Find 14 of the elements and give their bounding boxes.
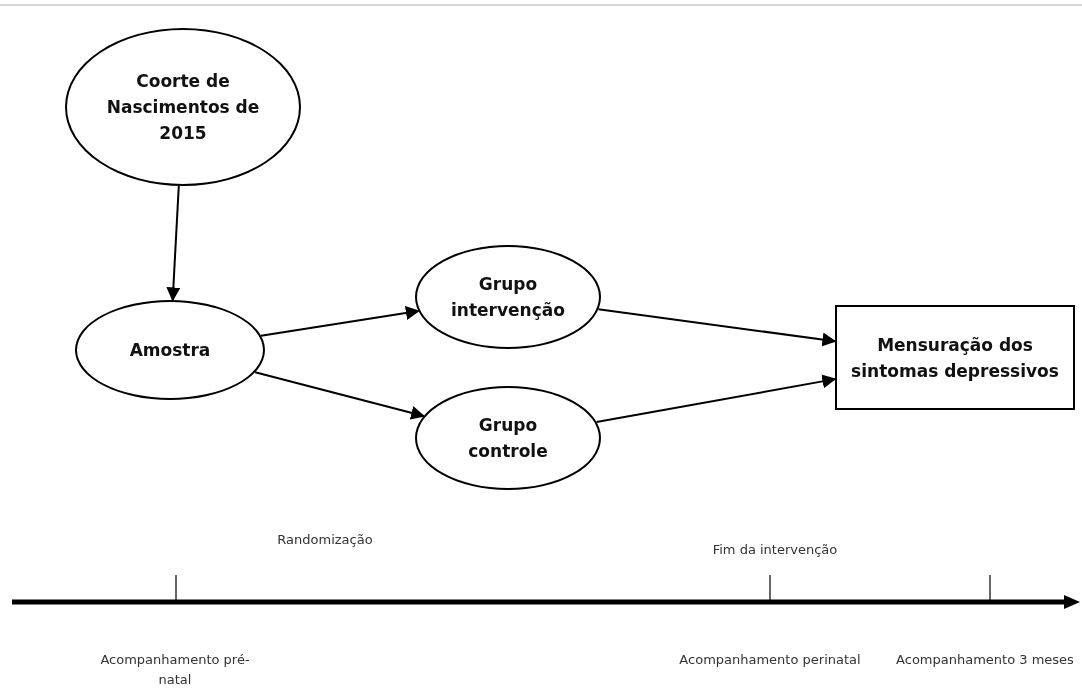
node-text: Grupo intervenção xyxy=(450,273,566,322)
arrow xyxy=(166,184,181,302)
node-text: Coorte de Nascimentos de 2015 xyxy=(105,70,261,145)
timeline-label: Randomização xyxy=(276,531,374,549)
timeline-label: Acompanhamento perinatal xyxy=(678,651,862,669)
process-box xyxy=(835,305,1075,410)
node-text: Grupo controle xyxy=(467,414,549,463)
timeline-label: Acompanhamento 3 meses xyxy=(895,651,1075,669)
arrow xyxy=(254,371,426,420)
timeline-label: Acompanhamento pré-natal xyxy=(99,651,251,689)
timeline-label: Fim da intervenção xyxy=(711,541,839,559)
node-text: Amostra xyxy=(129,339,211,362)
arrow xyxy=(597,308,837,347)
node-text: Mensuração dos sintomas depressivos xyxy=(850,333,1060,383)
